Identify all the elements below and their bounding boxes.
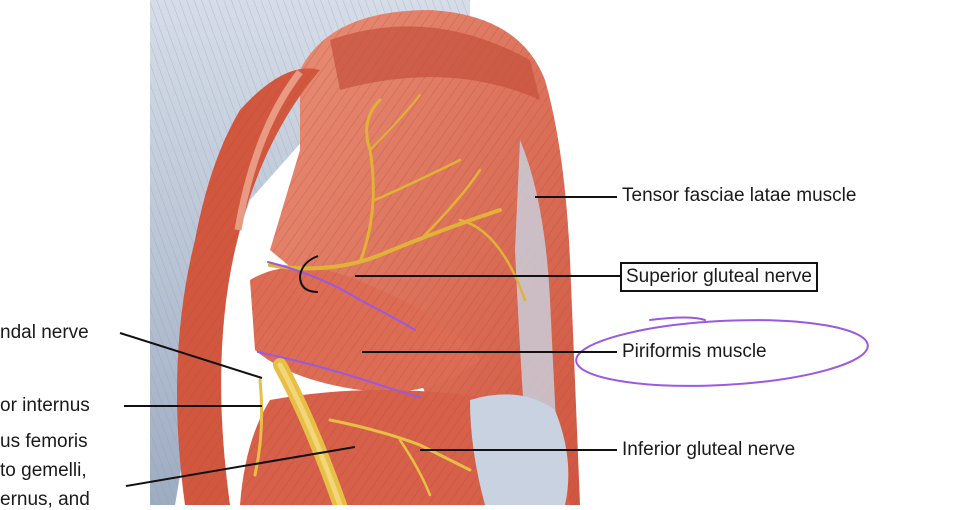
superior-gluteal-nerve: [268, 94, 527, 302]
quadratus-femoris-label: us femoris: [0, 431, 88, 452]
inferior-gluteal-nerve-label: Inferior gluteal nerve: [622, 439, 796, 460]
piriformis-muscle: [250, 267, 480, 392]
superior-gluteal-nerve-label: Superior gluteal nerve: [620, 262, 818, 292]
sciatic-nerve: [253, 358, 472, 505]
piriformis-muscle-label: Piriformis muscle: [622, 341, 767, 362]
purple-annotations: [257, 261, 869, 398]
leader-lines: [119, 196, 622, 487]
black-hand-mark: [298, 255, 319, 293]
obturator-internus-label: or internus: [0, 395, 90, 416]
gluteus-maximus-edge: [177, 68, 320, 505]
pudendal-nerve-label: ndal nerve: [0, 322, 89, 343]
gemelli-label: to gemelli,: [0, 460, 87, 481]
fascia-region: [150, 0, 470, 505]
internus-and-label: ernus, and: [0, 489, 90, 510]
tensor-fasciae-latae-label: Tensor fasciae latae muscle: [622, 185, 857, 206]
